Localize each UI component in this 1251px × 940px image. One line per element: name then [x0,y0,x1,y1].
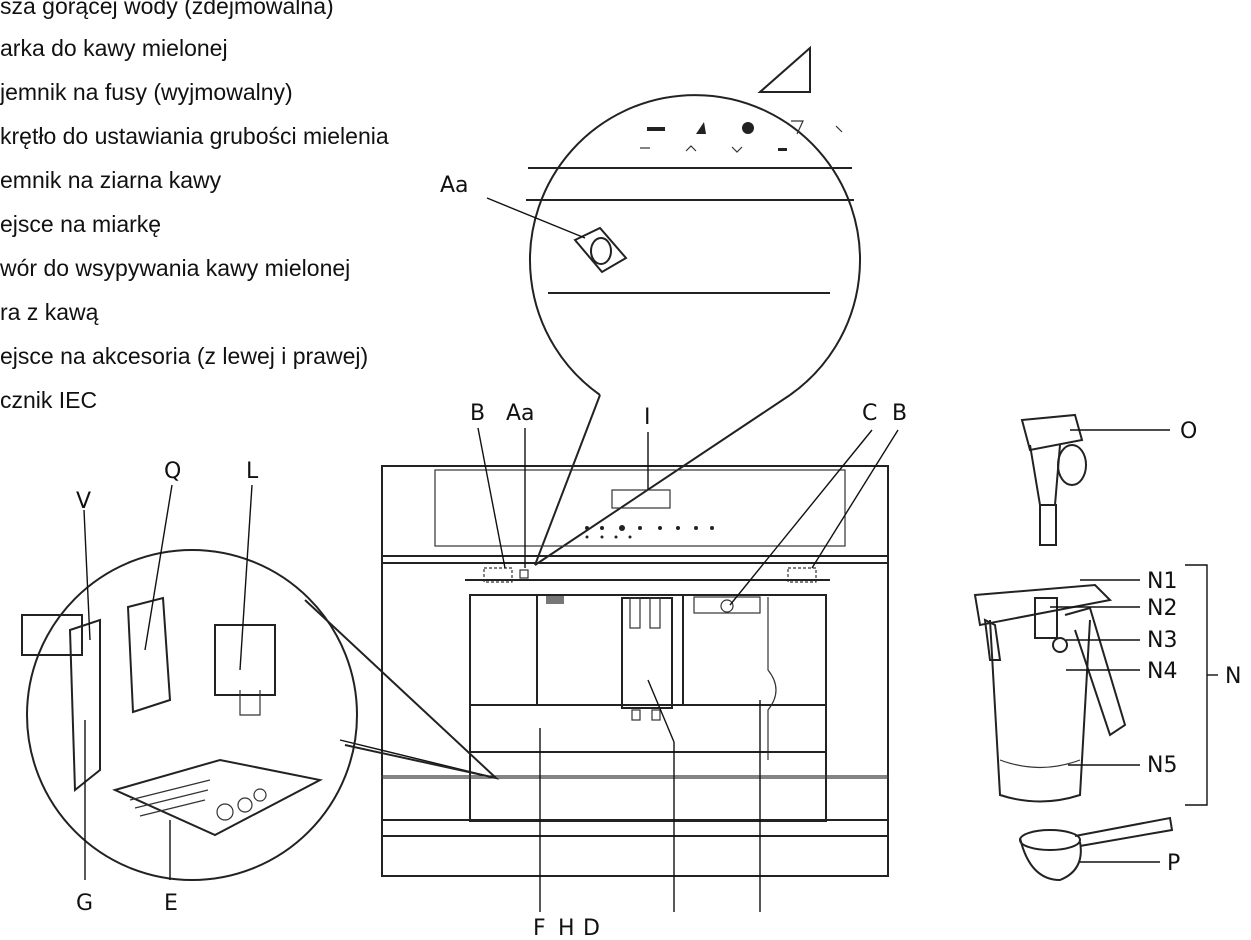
label-H: H [558,916,575,940]
label-N4: N4 [1147,659,1177,684]
interior-detail-circle [21,549,500,881]
legend-item: ejsce na miarkę [0,211,162,237]
milk-jug [973,583,1127,803]
legend-item: ra z kawą [0,299,99,325]
label-N5: N5 [1147,753,1177,778]
label-B-right: B [892,401,907,426]
label-P: P [1167,851,1180,876]
legend-item: sza gorącej wody (zdejmowalna) [0,0,334,19]
label-O: O [1180,419,1197,444]
legend-item: arka do kawy mielonej [0,35,228,61]
legend-item: emnik na ziarna kawy [0,167,222,193]
legend-item: cznik IEC [0,387,98,413]
label-Aa: Aa [506,401,535,426]
label-E: E [164,891,178,916]
label-C: C [862,401,877,426]
hot-water-nozzle [1020,413,1087,546]
coffee-machine-front [381,465,889,877]
control-panel-icons [640,120,843,153]
label-N1: N1 [1147,569,1177,594]
label-Aa-zoom: Aa [440,173,469,198]
label-F: F [533,916,546,940]
label-I: I [644,405,651,430]
label-G: G [76,891,93,916]
legend-item: krętło do ustawiania grubości mielenia [0,123,389,149]
label-N: N [1225,664,1241,689]
zoom-panel-detail: Aa [440,45,861,566]
label-D: D [583,916,600,940]
label-N3: N3 [1147,628,1177,653]
legend-item: ejsce na akcesoria (z lewej i prawej) [0,343,369,369]
legend-item: wór do wsypywania kawy mielonej [0,255,351,281]
measuring-spoon [1019,816,1174,882]
label-N2: N2 [1147,596,1177,621]
label-B-left: B [470,401,485,426]
legend-item: jemnik na fusy (wyjmowalny) [0,79,293,105]
front-panel-icons [585,525,714,539]
label-L: L [246,459,259,484]
label-V: V [76,489,91,514]
label-Q: Q [164,459,181,484]
